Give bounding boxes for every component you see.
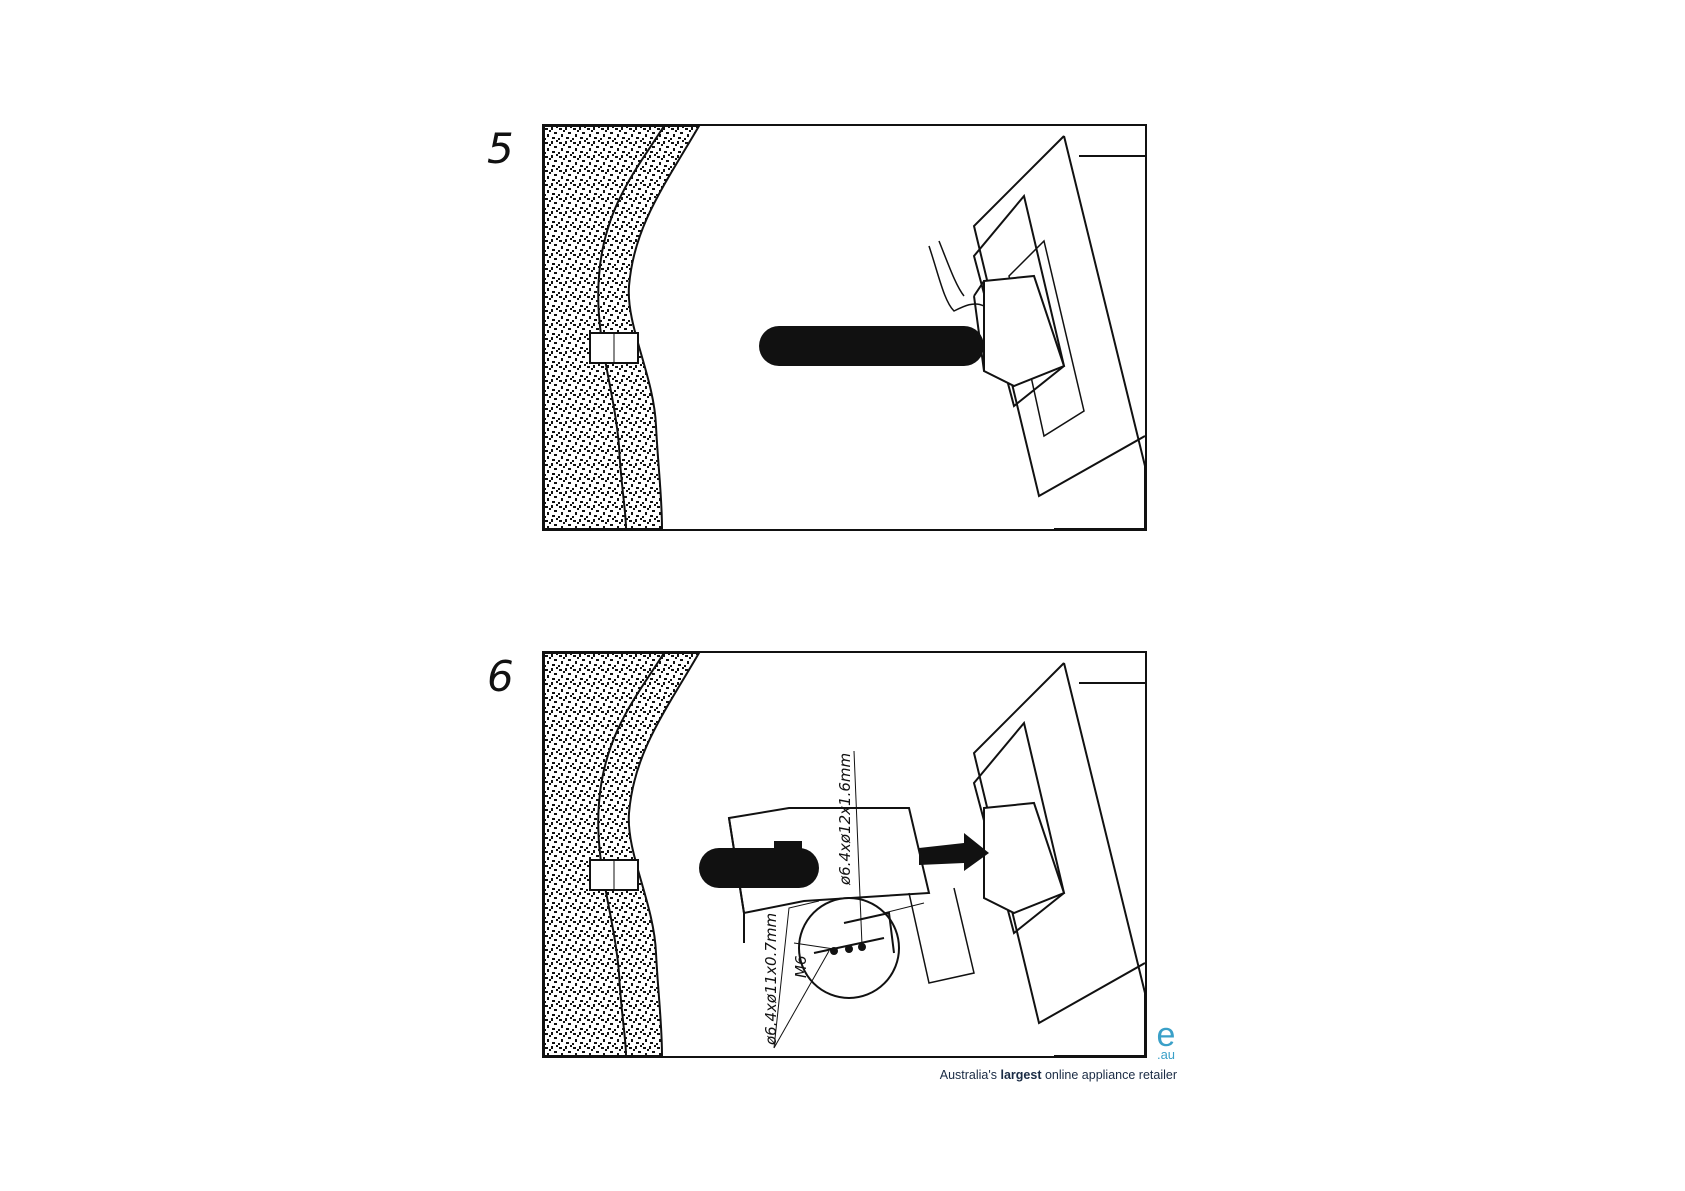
brand-logo: e .au bbox=[1153, 1021, 1179, 1061]
step-6-illustration: ø6.4xø12x1.6mm ø6.4xø11x0.7mm M6 bbox=[542, 651, 1147, 1058]
tagline-post: online appliance retailer bbox=[1041, 1068, 1177, 1082]
washer-small-label: ø6.4xø11x0.7mm bbox=[762, 913, 780, 1046]
step-number-5: 5 bbox=[487, 128, 514, 170]
logo-letter: e bbox=[1153, 1021, 1179, 1049]
logo-suffix: .au bbox=[1153, 1049, 1179, 1061]
step-number-6: 6 bbox=[487, 656, 514, 698]
tagline-pre: Australia's bbox=[940, 1068, 1001, 1082]
brand-tagline: Australia's largest online appliance ret… bbox=[940, 1068, 1177, 1082]
tagline-bold: largest bbox=[1000, 1068, 1041, 1082]
bolt-size-label: M6 bbox=[792, 956, 810, 979]
installation-drawing-step-6: ø6.4xø12x1.6mm ø6.4xø11x0.7mm M6 bbox=[544, 653, 1145, 1056]
step-5-illustration bbox=[542, 124, 1147, 531]
installation-drawing-step-5 bbox=[544, 126, 1145, 529]
washer-large-label: ø6.4xø12x1.6mm bbox=[836, 753, 854, 886]
